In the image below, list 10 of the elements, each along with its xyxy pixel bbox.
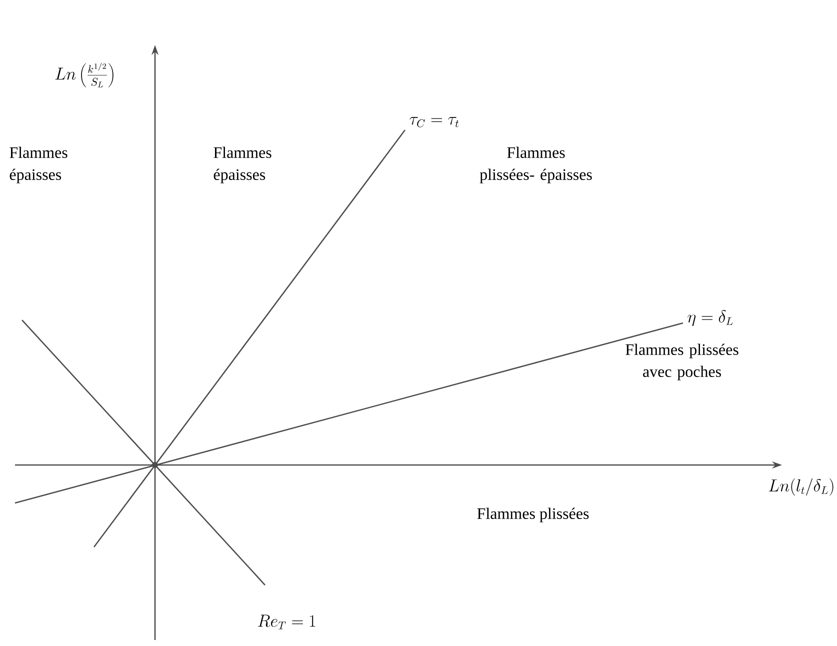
line-label: $Re_T = 1$ [258,614,316,630]
region-label: Flammes plissées avec poches [626,344,738,380]
axis-label: $Ln(l_t/\delta_L)$ [768,478,834,496]
region-label: Flammes épaisses [214,146,272,184]
region-label: Flammes plissées- épaisses [480,146,592,184]
region-label: Flammes épaisses [10,146,68,184]
line-label: $\eta = \delta_L$ [688,310,733,326]
region-label: Flammes plissées [477,508,589,522]
axis-label: $Ln\left(\frac{k^{1/2}}{S_L}\right)$ [55,62,114,88]
line-label: $\tau_C = \tau_t$ [410,116,459,128]
